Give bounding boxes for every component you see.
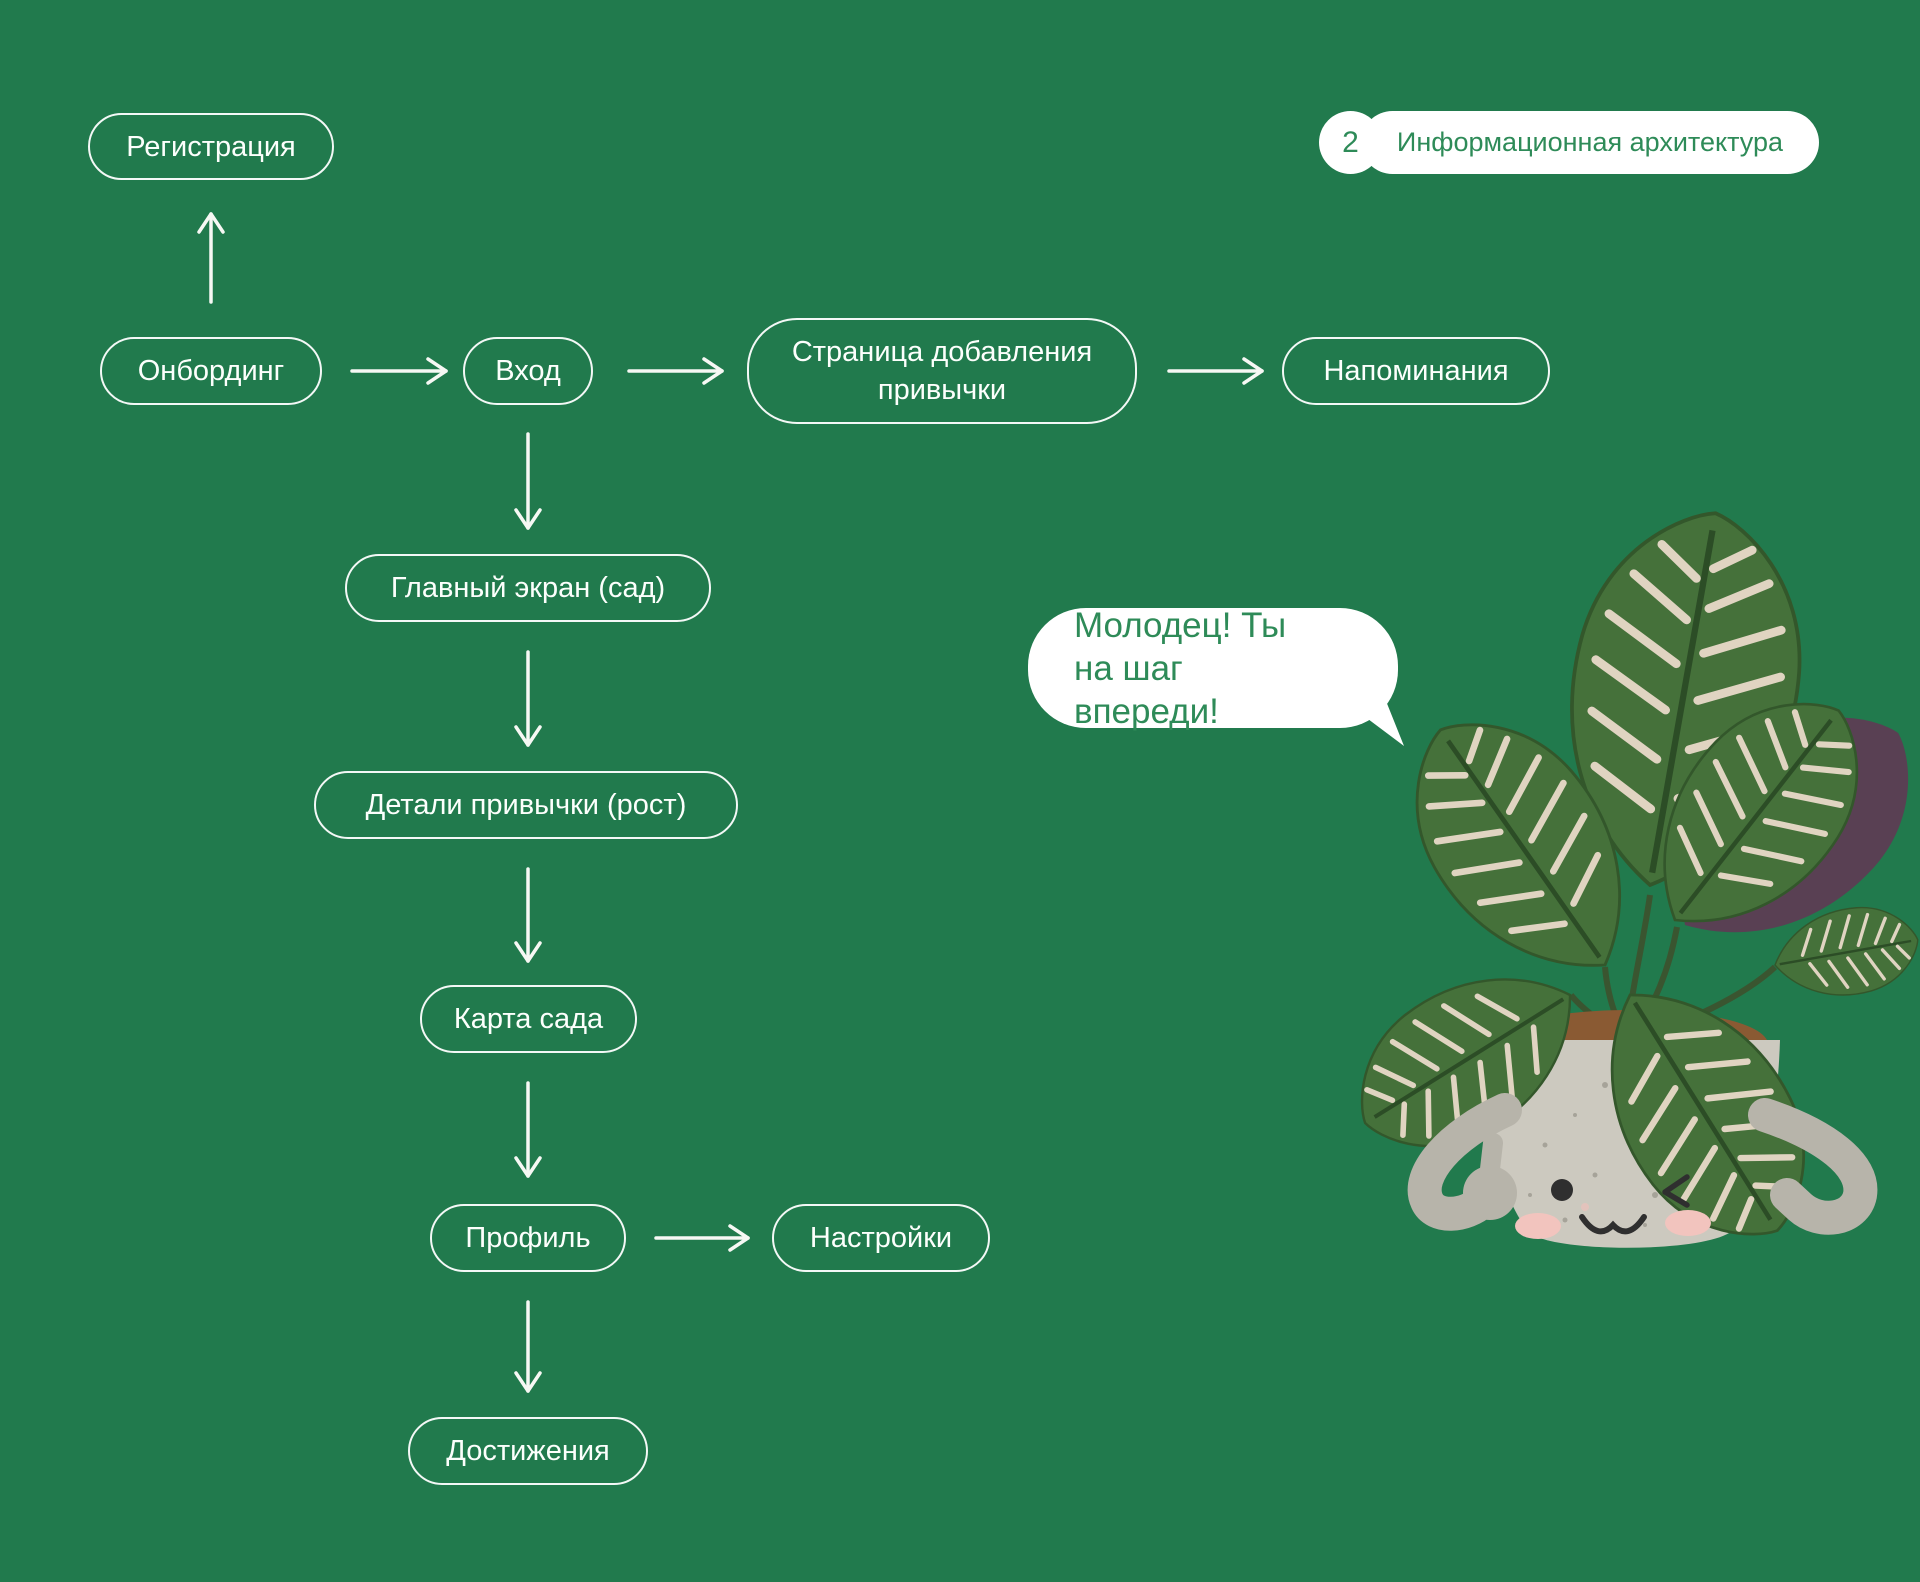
flow-node-registration: Регистрация: [88, 113, 334, 180]
pot-face: [1515, 1174, 1711, 1239]
winking-eye: [1662, 1174, 1690, 1208]
right-arm: [1748, 1098, 1878, 1235]
flow-node-habit-details: Детали привычки (рост): [314, 771, 738, 839]
speech-bubble: Молодец! Ты на шаг впереди!: [1028, 606, 1398, 731]
flow-node-profile: Профиль: [430, 1204, 626, 1272]
flow-node-settings: Настройки: [772, 1204, 990, 1272]
plant-leaves-back: [1371, 495, 1920, 1014]
left-cheek: [1515, 1213, 1561, 1239]
right-cheek: [1665, 1210, 1711, 1236]
flow-node-main-screen: Главный экран (сад): [345, 554, 711, 622]
left-arm: [1407, 1093, 1522, 1231]
step-number: 2: [1342, 125, 1359, 159]
left-eye: [1551, 1179, 1573, 1201]
slide-title-badge: Информационная архитектура: [1360, 111, 1819, 174]
slide-title: Информационная архитектура: [1396, 127, 1783, 157]
flow-node-garden-map: Карта сада: [420, 985, 637, 1053]
speech-bubble-text: Молодец! Ты на шаг впереди!: [1074, 605, 1287, 731]
speech-bubble-tail: [1340, 696, 1404, 746]
flow-node-add-habit-page: Страница добавления привычки: [747, 318, 1137, 424]
flow-node-onboarding: Онбординг: [100, 337, 322, 405]
pot-arms: [1407, 1093, 1878, 1235]
plant-character-illustration: [1355, 495, 1920, 1275]
flow-node-login: Вход: [463, 337, 593, 405]
flow-node-reminders: Напоминания: [1282, 337, 1550, 405]
flow-node-achievements: Достижения: [408, 1417, 648, 1485]
mouth: [1579, 1214, 1647, 1235]
thumb-up: [1477, 1133, 1503, 1205]
